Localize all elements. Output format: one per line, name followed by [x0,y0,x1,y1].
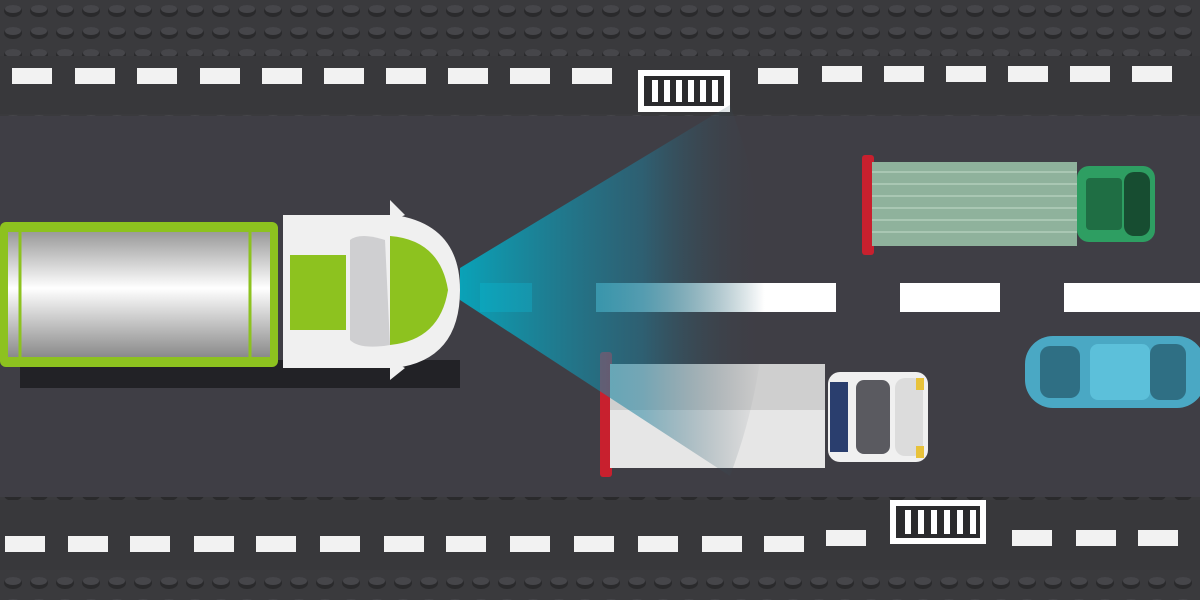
top-curb-strip [0,56,1200,114]
sensor-beam-icon [460,105,765,476]
bottom-curb-strip [0,500,1200,570]
ego-truck-icon [0,200,460,388]
green-truck-icon [862,155,1155,255]
top-curb-dashes [12,66,1172,84]
blue-car-icon [1025,336,1200,408]
drain-grate-icon [638,70,730,112]
drain-grate-icon [890,500,986,544]
bottom-curb-dashes [5,530,1178,552]
